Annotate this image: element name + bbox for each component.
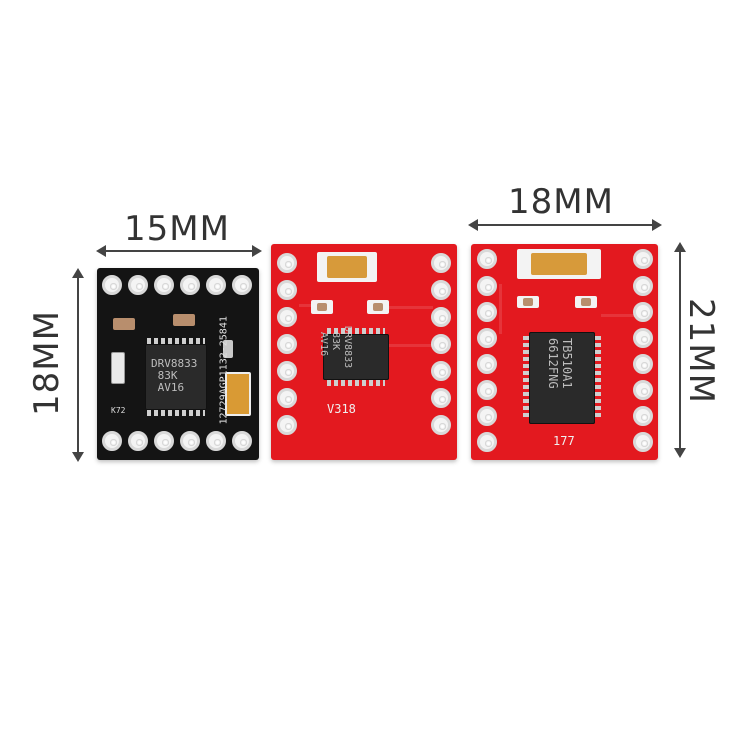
smd-resistor [113, 318, 135, 330]
silkscreen-side-text: 12729AGP1132-25841 [218, 316, 230, 425]
pin-pad [477, 432, 497, 452]
pin-pad [277, 334, 297, 354]
pin-pad [232, 431, 252, 451]
pin-pad [633, 249, 653, 269]
pin-pad [128, 431, 148, 451]
pin-pad [477, 406, 497, 426]
chip-drv8833: DRV8833 83K AV16 [318, 326, 389, 380]
smd-led [111, 352, 125, 384]
pin-pad [154, 275, 174, 295]
pin-pad [277, 253, 297, 273]
smd-resistor [173, 314, 195, 326]
pin-pad [431, 361, 451, 381]
smd-capacitor-body [327, 256, 367, 278]
pin-pad [633, 406, 653, 426]
dimension-label-board1-height: 18MM [27, 310, 67, 416]
chip-marking: DRV8833 83K AV16 [151, 357, 198, 394]
silkscreen-label: 177 [553, 434, 575, 448]
pin-pad [633, 354, 653, 374]
chip-tb6612fng: TB510A1 6612FNG [529, 332, 595, 424]
pin-pad [477, 276, 497, 296]
pin-pad [180, 275, 200, 295]
pin-pad [431, 415, 451, 435]
smd-capacitor [225, 372, 251, 416]
board-drv8833-red: DRV8833 83K AV16 V318 [271, 244, 457, 460]
pin-pad [102, 275, 122, 295]
pin-pad [431, 307, 451, 327]
dimension-label-board1-width: 15MM [124, 209, 230, 249]
pin-pad [431, 334, 451, 354]
chip-marking-line2: 6612FNG [546, 338, 560, 389]
pin-pad [477, 328, 497, 348]
pin-pad [477, 354, 497, 374]
pin-pad [277, 280, 297, 300]
pin-pad [277, 307, 297, 327]
pin-pad [206, 431, 226, 451]
smd-resistor [223, 340, 233, 358]
chip-marking-line1: TB510A1 [560, 338, 574, 389]
dimension-arrow-board3-width [468, 219, 662, 231]
pin-pad [477, 249, 497, 269]
pin-pad [180, 431, 200, 451]
smd-resistor [581, 298, 591, 306]
board-drv8833-black: DRV8833 83K AV16 12729AGP1132-25841 K72 [97, 268, 259, 460]
pin-pad [128, 275, 148, 295]
pin-pad [477, 380, 497, 400]
pin-pad [206, 275, 226, 295]
board-tb6612fng-red: TB510A1 6612FNG 177 [471, 244, 658, 460]
dimension-arrow-board1-width [96, 245, 262, 257]
smd-capacitor-body [531, 253, 587, 275]
smd-resistor [317, 303, 327, 311]
dimension-arrow-board1-height [72, 268, 84, 462]
dimension-label-board3-height: 21MM [681, 298, 721, 404]
pin-pad [477, 302, 497, 322]
chip-drv8833: DRV8833 83K AV16 [145, 344, 207, 410]
pin-pad [633, 276, 653, 296]
pin-pad [232, 275, 252, 295]
pin-pad [102, 431, 122, 451]
dimension-arrow-board3-height [674, 242, 686, 458]
smd-resistor [373, 303, 383, 311]
pin-pad [431, 253, 451, 273]
pin-pad [277, 415, 297, 435]
silkscreen-label: V318 [327, 402, 356, 416]
smd-resistor [523, 298, 533, 306]
pin-pad [277, 388, 297, 408]
pin-pad [633, 432, 653, 452]
pin-pad [277, 361, 297, 381]
pin-pad [431, 280, 451, 300]
pin-pad [154, 431, 174, 451]
dimension-label-board3-width: 18MM [508, 182, 614, 222]
pin-pad [633, 328, 653, 348]
pin-pad [431, 388, 451, 408]
pin-pad [633, 302, 653, 322]
pin-pad [633, 380, 653, 400]
silkscreen-label-small: K72 [111, 406, 126, 415]
